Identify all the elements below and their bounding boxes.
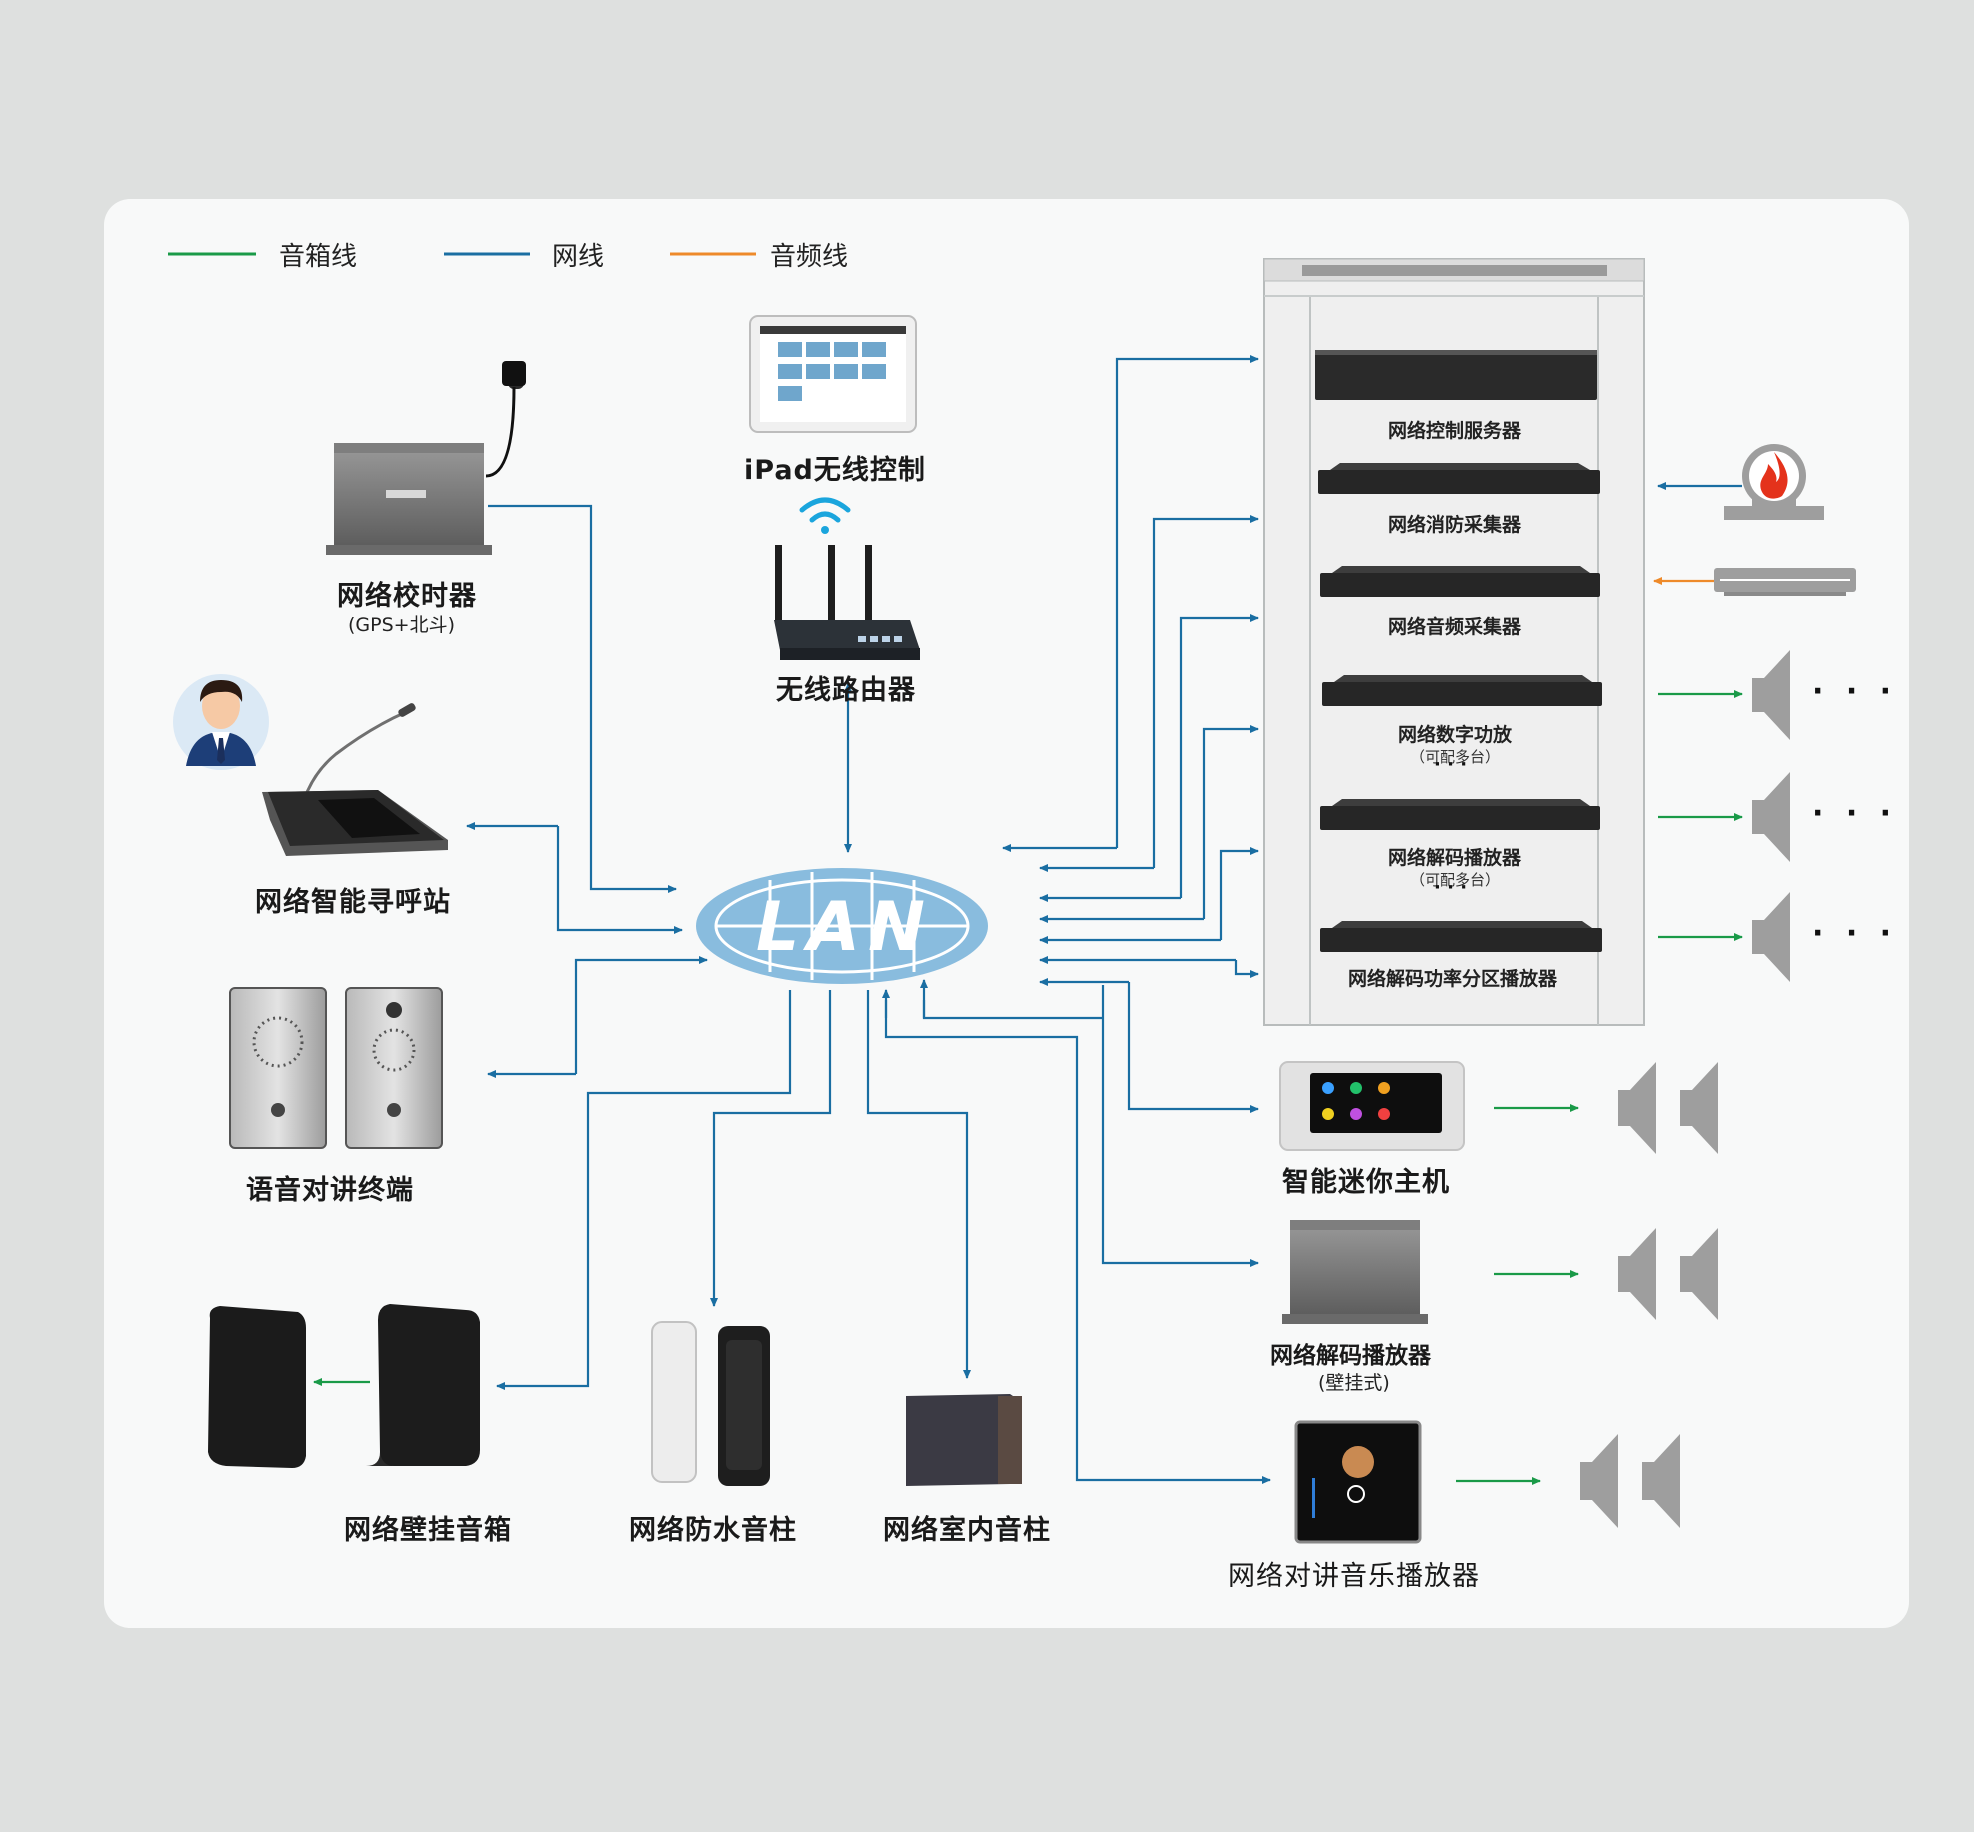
legend-audio-label: 音频线 [770,242,849,272]
mini-host-icon [1279,1061,1465,1151]
paging-station-icon [262,703,448,856]
rack-amp-more: · · · [1434,754,1468,775]
waterproof-column-label: 网络防水音柱 [629,1515,797,1546]
indoor-column-label: 网络室内音柱 [883,1515,1051,1546]
ipad-icon [749,315,917,433]
network-lines [466,355,1271,1484]
time-server-sublabel: (GPS+北斗) [348,614,455,636]
intercom-music-player-icon [1294,1420,1422,1544]
intercom-terminal-label: 语音对讲终端 [246,1175,414,1206]
wall-speaker-icon [208,1304,480,1468]
horn-speaker-icon [1580,650,1790,1528]
rack-digital-amp-note: （可配多台） [1410,748,1501,766]
legend-speaker-label: 音箱线 [279,242,358,272]
rack-digital-amp-label: 网络数字功放 [1398,724,1513,746]
speaker-lines [313,690,1743,1485]
rack-server-label: 网络控制服务器 [1388,420,1522,442]
lan-label: LAN [756,888,933,967]
router-icon [774,545,920,660]
rack-audio-collector-label: 网络音频采集器 [1388,616,1522,638]
speaker-more-2: · · · [1812,796,1898,831]
wall-decoder-icon [1282,1220,1428,1324]
speaker-more-1: · · · [1812,674,1898,709]
equipment-rack [1263,258,1645,1026]
rack-zone-player-label: 网络解码功率分区播放器 [1348,968,1558,990]
user-avatar-icon [173,674,269,770]
speaker-more-3: · · · [1812,916,1898,951]
rack-decoder-note: （可配多台） [1410,871,1501,889]
legend-network-label: 网线 [552,242,605,272]
router-label: 无线路由器 [776,675,916,706]
time-server-label: 网络校时器 [337,581,477,612]
wifi-icon [799,497,851,534]
wall-decoder-sublabel: (壁挂式) [1318,1372,1390,1394]
mini-host-label: 智能迷你主机 [1282,1167,1450,1198]
time-server-icon [326,361,526,555]
lan-cloud [696,868,988,984]
paging-station-label: 网络智能寻呼站 [255,887,451,918]
intercom-music-player-label: 网络对讲音乐播放器 [1228,1561,1480,1592]
ipad-label: iPad无线控制 [744,455,926,486]
rack-fire-label: 网络消防采集器 [1388,514,1522,536]
intercom-terminal-icon [229,987,443,1149]
audio-source-device-icon [1714,568,1856,596]
wall-decoder-label: 网络解码播放器 [1270,1343,1431,1369]
rack-decoder-more: · · · [1434,877,1468,898]
wall-speaker-label: 网络壁挂音箱 [344,1515,512,1546]
fire-alarm-icon [1724,444,1824,520]
indoor-column-icon [906,1394,1022,1486]
waterproof-column-icon [651,1321,770,1486]
rack-decoder-label: 网络解码播放器 [1388,847,1522,869]
